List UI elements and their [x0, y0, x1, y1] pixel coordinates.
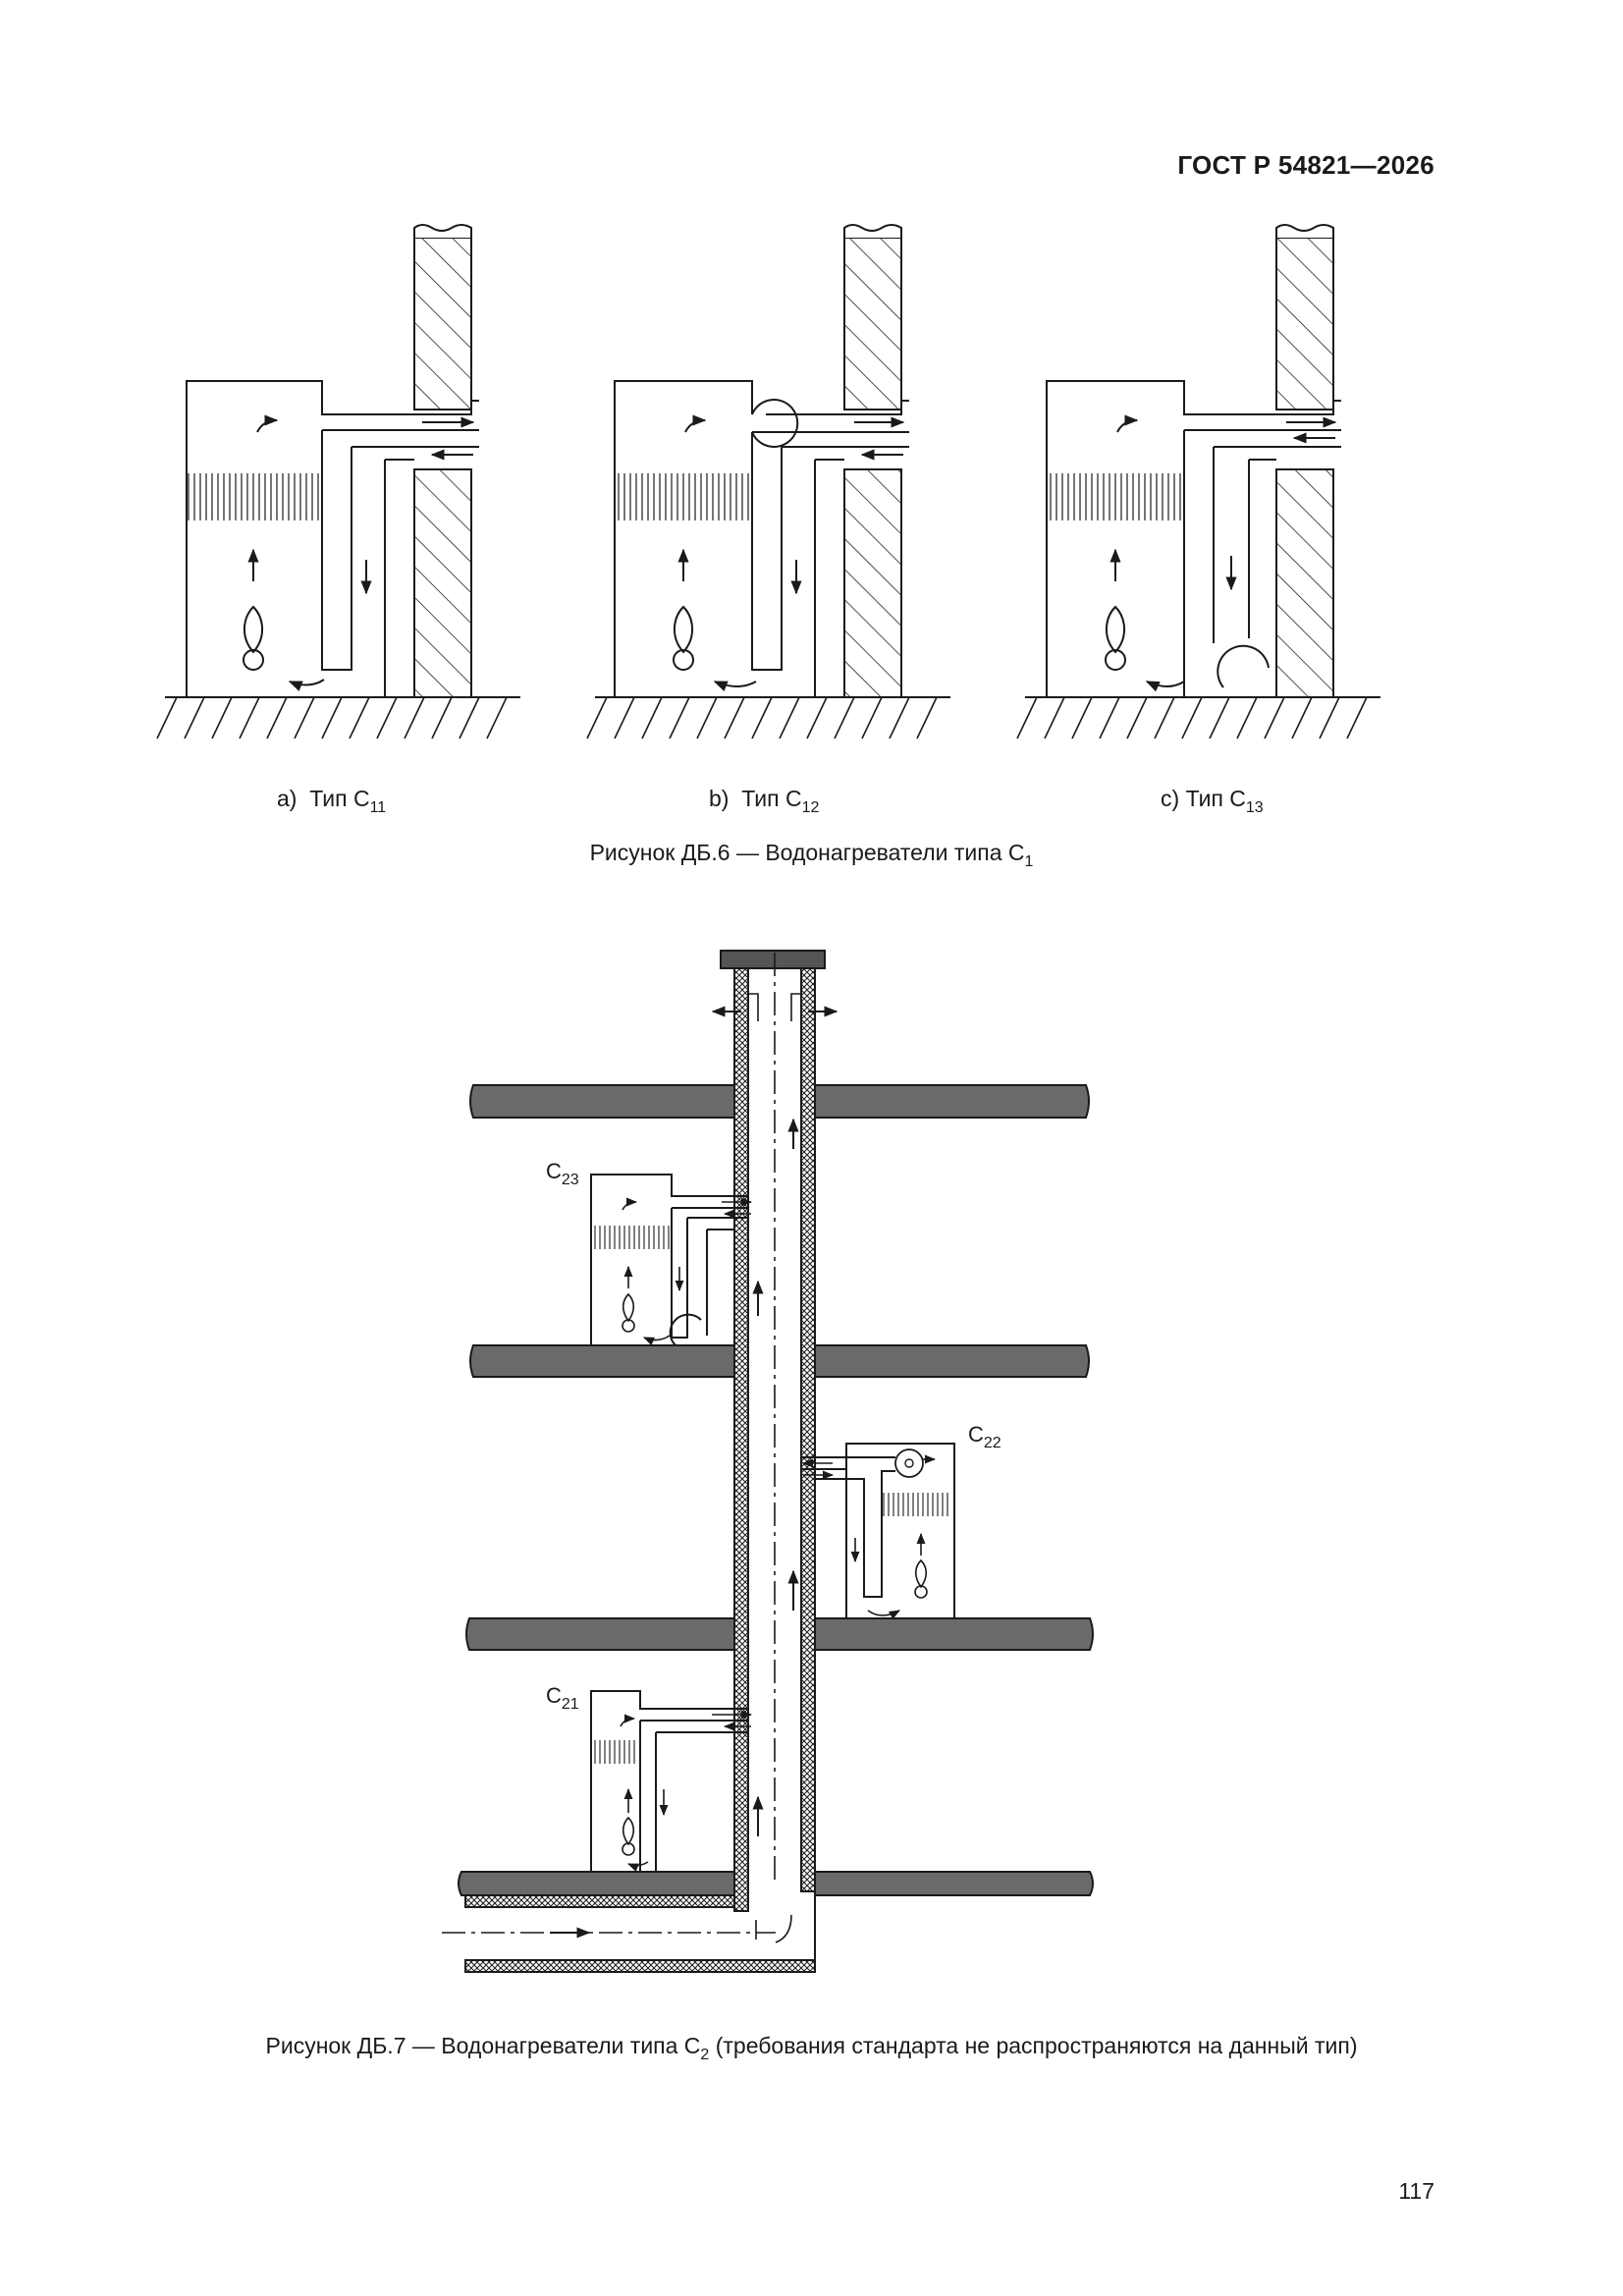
- drawing-c13: [1016, 224, 1380, 739]
- drawing-c11: [156, 224, 520, 739]
- subfigure-caption-a: a) Тип С11: [277, 786, 387, 816]
- drawing-c2-building: [442, 950, 1094, 1973]
- figure-db7-caption: Рисунок ДБ.7 — Водонагреватели типа С2 (…: [265, 2033, 1358, 2063]
- label-c22: C22: [968, 1422, 1001, 1451]
- figure-db6-caption: Рисунок ДБ.6 — Водонагреватели типа С1: [589, 840, 1034, 870]
- label-c21: C21: [546, 1683, 579, 1713]
- subfigure-caption-c: c) Тип С13: [1161, 786, 1264, 816]
- standard-designation: ГОСТ Р 54821—2026: [1177, 150, 1434, 180]
- subfigure-caption-b: b) Тип С12: [709, 786, 820, 816]
- drawing-c12: [586, 224, 950, 739]
- page-number: 117: [1398, 2178, 1434, 2204]
- label-c23: C23: [546, 1159, 579, 1188]
